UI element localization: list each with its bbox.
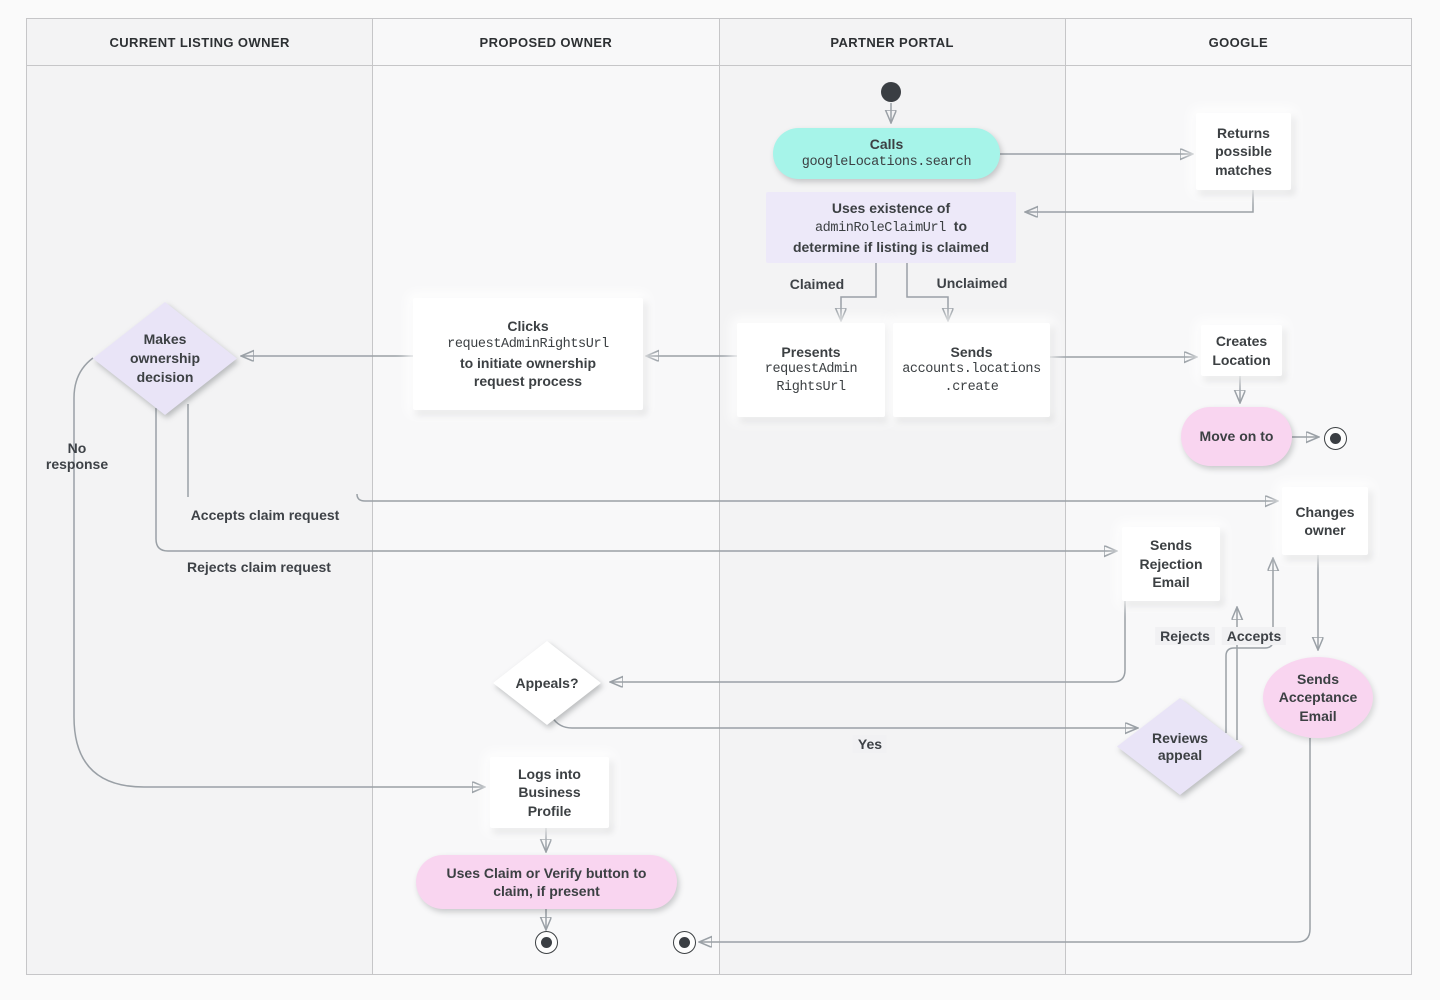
edge-label-accepts-claim-request: Accepts claim request	[190, 507, 340, 523]
sends-acceptance-label: Sends Acceptance Email	[1278, 670, 1358, 724]
note-code: adminRoleClaimUrl	[814, 221, 946, 237]
edge-label-rejects: Rejects	[1155, 627, 1215, 645]
node-presents-requestadminrightsurl: Presents requestAdmin RightsUrl	[737, 323, 885, 417]
clicks-title: Clicks	[507, 318, 549, 335]
node-calls-title: Calls	[869, 136, 904, 153]
lane-proposed-owner: PROPOSED OWNER	[373, 19, 720, 974]
node-appeals-decision: Appeals?	[493, 641, 601, 725]
node-move-on-to: Move on to	[1181, 407, 1292, 466]
makes-decision-label: Makes ownership decision	[129, 331, 200, 385]
changes-owner-label: Changes owner	[1295, 503, 1355, 538]
lane-current-listing-owner: CURRENT LISTING OWNER	[27, 19, 374, 974]
clicks-line3: to initiate ownership	[459, 354, 597, 371]
sends-code-2: .create	[944, 380, 999, 396]
end-node-acceptance-flow	[673, 931, 696, 954]
presents-code-1: requestAdmin	[764, 362, 858, 378]
appeals-label: Appeals?	[515, 674, 579, 691]
move-on-to-label: Move on to	[1199, 428, 1274, 445]
creates-location-label: Creates Location	[1212, 333, 1271, 368]
node-calls-googlelocations-search: Calls googleLocations.search	[773, 128, 1000, 179]
start-node	[881, 82, 901, 102]
lane-header-google: GOOGLE	[1065, 19, 1411, 66]
note-line1: Uses existence of	[831, 199, 951, 216]
sends-code-1: accounts.locations	[902, 362, 1041, 378]
node-uses-existence-note: Uses existence of adminRoleClaimUrl to d…	[766, 192, 1016, 263]
edge-label-claimed: Claimed	[789, 276, 845, 292]
node-calls-code: googleLocations.search	[801, 154, 972, 170]
sends-title: Sends	[950, 343, 993, 360]
note-line3: determine if listing is claimed	[792, 238, 990, 255]
lane-header-partner-portal: PARTNER PORTAL	[719, 19, 1065, 66]
presents-code-2: RightsUrl	[776, 380, 846, 396]
clicks-line4: request process	[473, 373, 583, 390]
end-node-create-flow	[1324, 427, 1347, 450]
node-returns-label: Returns possible matches	[1215, 124, 1272, 178]
node-sends-accounts-locations-create: Sends accounts.locations .create	[893, 323, 1050, 417]
node-uses-claim-or-verify: Uses Claim or Verify button to claim, if…	[416, 855, 677, 909]
node-changes-owner: Changes owner	[1282, 487, 1368, 555]
note-line2-suffix: to	[953, 218, 968, 235]
logs-into-label: Logs into Business Profile	[518, 765, 581, 819]
lane-header-current-listing-owner: CURRENT LISTING OWNER	[27, 19, 373, 66]
edge-label-accepts: Accepts	[1221, 627, 1287, 645]
node-returns-possible-matches: Returns possible matches	[1196, 113, 1291, 190]
node-sends-rejection-email: Sends Rejection Email	[1122, 527, 1220, 601]
edge-label-unclaimed: Unclaimed	[936, 275, 1008, 291]
edge-label-rejects-claim-request: Rejects claim request	[187, 559, 331, 575]
end-node-claim-flow	[535, 931, 558, 954]
uses-claim-label: Uses Claim or Verify button to claim, if…	[446, 864, 647, 899]
node-creates-location: Creates Location	[1201, 325, 1282, 376]
clicks-code: requestAdminRightsUrl	[447, 336, 609, 352]
node-logs-into-business-profile: Logs into Business Profile	[490, 757, 609, 828]
note-line2: adminRoleClaimUrl to	[815, 217, 967, 238]
node-clicks-requestadminrightsurl: Clicks requestAdminRightsUrl to initiate…	[413, 298, 643, 410]
node-makes-ownership-decision: Makes ownership decision	[93, 302, 237, 415]
sends-rejection-label: Sends Rejection Email	[1139, 537, 1203, 591]
reviews-appeal-label: Reviews appeal	[1151, 729, 1209, 763]
presents-title: Presents	[781, 343, 841, 360]
node-reviews-appeal: Reviews appeal	[1117, 698, 1243, 795]
lane-header-proposed-owner: PROPOSED OWNER	[373, 19, 719, 66]
edge-label-yes: Yes	[852, 735, 888, 753]
node-sends-acceptance-email: Sends Acceptance Email	[1263, 657, 1373, 738]
edge-label-no-response: No response	[45, 440, 109, 472]
